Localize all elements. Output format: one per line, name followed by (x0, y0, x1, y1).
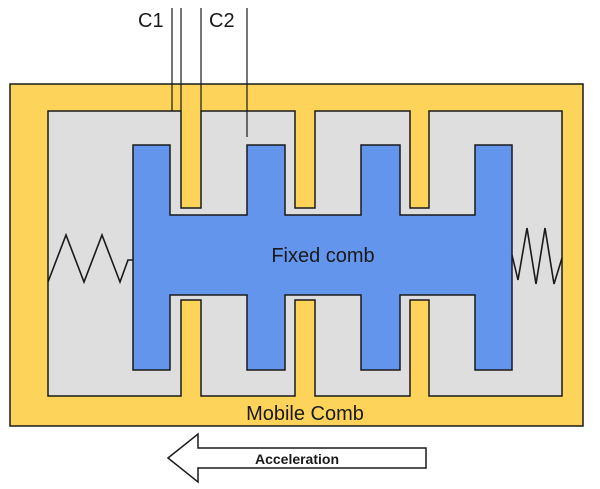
acceleration-label: Acceleration (255, 451, 339, 467)
right-spring (511, 227, 563, 285)
fixed-comb (132, 144, 513, 371)
fixed-comb-label: Fixed comb (271, 245, 374, 267)
acceleration-arrow (166, 432, 427, 484)
left-spring (47, 232, 133, 285)
c2-label: C2 (209, 10, 235, 32)
mobile-comb-label: Mobile Comb (246, 403, 364, 425)
c1-label: C1 (138, 10, 164, 32)
